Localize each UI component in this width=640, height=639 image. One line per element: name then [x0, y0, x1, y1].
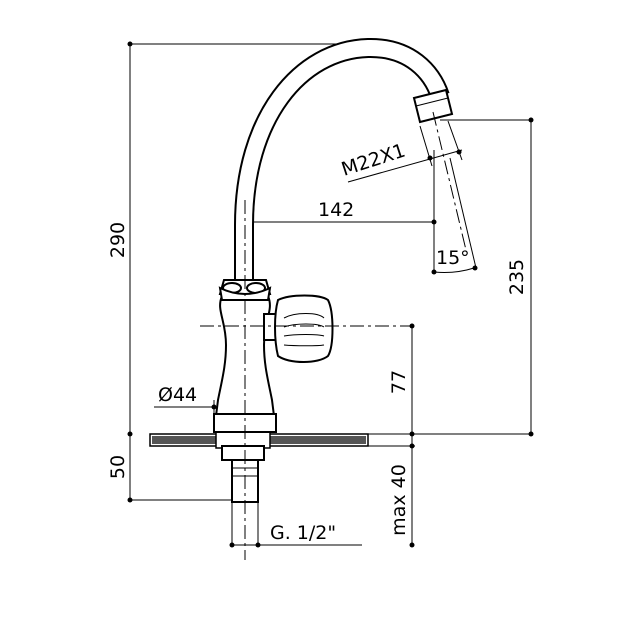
spout: [234, 37, 454, 282]
dimension-50: 50: [107, 434, 236, 503]
dimension-g-half-label: G. 1/2": [270, 522, 336, 544]
dimension-50-label: 50: [107, 455, 129, 479]
dimension-235-label: 235: [506, 259, 528, 295]
dimension-77-label: 77: [388, 370, 410, 394]
dimension-77: 77: [388, 323, 415, 437]
dimension-diameter-44-label: Ø44: [158, 384, 197, 406]
dimension-g-half: G. 1/2": [229, 500, 362, 548]
dimension-290-label: 290: [107, 222, 129, 258]
dimension-142-label: 142: [318, 199, 354, 221]
dimension-235: 235: [440, 117, 534, 437]
dimension-angle-15: 15°: [431, 157, 478, 275]
handle-knob: [263, 294, 334, 363]
shank: [221, 445, 265, 503]
dimension-max-40-label: max 40: [388, 464, 410, 536]
callout-m22x1: M22X1: [339, 120, 463, 183]
center-lines: [200, 111, 467, 560]
dimension-angle-15-label: 15°: [436, 247, 470, 269]
dimension-290: 290: [107, 41, 365, 437]
